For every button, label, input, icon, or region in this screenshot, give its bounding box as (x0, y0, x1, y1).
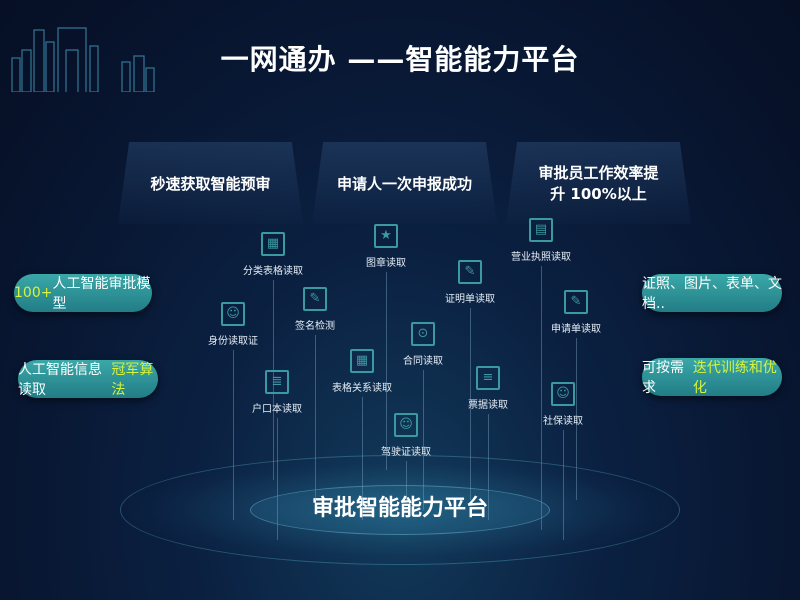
capability-item: ✎ 证明单读取 (415, 260, 525, 305)
pill-highlight: 迭代训练和优化 (692, 360, 777, 396)
capability-label: 证明单读取 (445, 294, 495, 305)
connector-line (406, 461, 407, 500)
pill-highlight: 100+ (14, 285, 53, 301)
household-register-icon: ≣ (265, 370, 289, 394)
id-card-icon: ☺ (221, 302, 245, 326)
connector-line (541, 266, 542, 530)
capability-item: ≣ 户口本读取 (222, 370, 332, 415)
capability-item: ≡ 票据读取 (433, 366, 543, 411)
connector-line (470, 308, 471, 500)
connector-line (273, 280, 274, 480)
connector-line (315, 335, 316, 500)
capability-label: 身份读取证 (208, 336, 258, 347)
iteration-pill: 可按需求迭代训练和优化 (642, 358, 782, 396)
capability-item: ▤ 营业执照读取 (486, 218, 596, 263)
certificate-icon: ✎ (458, 260, 482, 284)
connector-line (386, 272, 387, 470)
connector-line (488, 414, 489, 520)
capability-label: 驾驶证读取 (381, 447, 431, 458)
header-panel: 审批员工作效率提升 100%以上 (506, 142, 691, 224)
seal-icon: ★ (374, 224, 398, 248)
pill-text: 人工智能审批模型 (52, 276, 151, 312)
capability-item: ✎ 申请单读取 (521, 290, 631, 335)
header-text: 秒速获取智能预审 (150, 174, 271, 193)
connector-line (423, 370, 424, 510)
business-license-icon: ▤ (529, 218, 553, 242)
capability-item: ☺ 驾驶证读取 (351, 413, 461, 458)
connector-line (233, 350, 234, 520)
capability-label: 申请单读取 (551, 324, 601, 335)
capability-label: 社保读取 (543, 416, 583, 427)
driver-license-icon: ☺ (394, 413, 418, 437)
header-panel: 秒速获取智能预审 (118, 142, 303, 224)
capability-label: 合同读取 (403, 356, 443, 367)
social-security-icon: ☺ (551, 382, 575, 406)
header-text: 审批员工作效率提升 100%以上 (538, 164, 659, 203)
pill-highlight: 冠军算法 (111, 362, 154, 398)
connector-line (277, 418, 278, 540)
application-form-icon: ✎ (564, 290, 588, 314)
capability-item: ★ 图章读取 (331, 224, 441, 269)
signature-icon: ✎ (303, 287, 327, 311)
header-text: 申请人一次申报成功 (336, 174, 472, 193)
table-icon: ▦ (261, 232, 285, 256)
pill-text: 证照、图片、表单、文档.. (642, 276, 782, 312)
receipt-icon: ≡ (476, 366, 500, 390)
page-title: 一网通办 ——智能能力平台 (220, 43, 580, 76)
capability-item: ▦ 分类表格读取 (218, 232, 328, 277)
ai-models-pill: 100+人工智能审批模型 (14, 274, 152, 312)
connector-line (362, 397, 363, 520)
capability-item: ⊙ 合同读取 (368, 322, 478, 367)
capability-label: 签名检测 (295, 321, 335, 332)
header-panel: 申请人一次申报成功 (312, 142, 497, 224)
city-skyline-icon (11, 27, 155, 92)
capability-item: ▦ 表格关系读取 (307, 349, 417, 394)
pill-text: 人工智能信息读取 (18, 362, 102, 398)
capability-label: 营业执照读取 (511, 252, 571, 263)
capability-label: 户口本读取 (252, 404, 302, 415)
connector-line (576, 338, 577, 500)
algorithm-pill: 人工智能信息读取冠军算法 (18, 360, 158, 398)
capability-label: 图章读取 (366, 258, 406, 269)
platform-label: 审批智能能力平台 (311, 496, 488, 521)
document-types-pill: 证照、图片、表单、文档.. (642, 274, 782, 312)
capability-label: 分类表格读取 (243, 266, 303, 277)
capability-item: ☺ 身份读取证 (178, 302, 288, 347)
connector-line (563, 430, 564, 540)
capability-item: ☺ 社保读取 (508, 382, 618, 427)
table-relation-icon: ▦ (350, 349, 374, 373)
capability-label: 表格关系读取 (332, 383, 392, 394)
capability-label: 票据读取 (468, 400, 508, 411)
platform-inner-ring (250, 485, 550, 535)
capability-item: ✎ 签名检测 (260, 287, 370, 332)
pill-text: 可按需求 (642, 360, 684, 396)
contract-icon: ⊙ (411, 322, 435, 346)
